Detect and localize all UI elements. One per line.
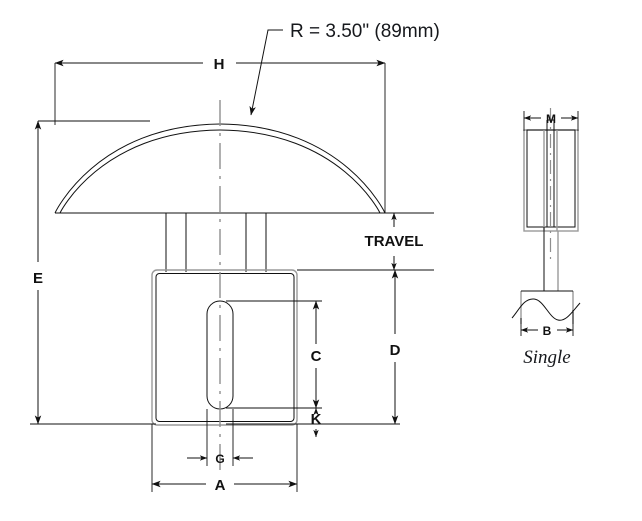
radius-note-leader	[249, 29, 283, 116]
dimension-label-E: E	[33, 270, 43, 287]
dimension-label-TRAVEL: TRAVEL	[365, 233, 424, 250]
dimension-label-D: D	[390, 342, 401, 359]
dimension-G: G	[187, 409, 253, 466]
body-block	[151, 269, 298, 426]
dimension-label-K: K	[311, 411, 322, 428]
dimension-M: M	[523, 111, 579, 131]
dimension-A: A	[151, 424, 298, 494]
dimension-C: C	[226, 300, 322, 409]
break-line-wave	[511, 298, 581, 321]
dimension-B: B	[520, 310, 574, 338]
dimension-K: K	[226, 407, 400, 438]
front-view-group: H E TRAVEL D C	[30, 21, 440, 494]
dimension-label-H: H	[214, 56, 225, 73]
single-shaft	[543, 227, 559, 291]
dimension-label-G: G	[215, 452, 224, 466]
dimension-TRAVEL: TRAVEL	[297, 212, 434, 271]
stem-shafts	[165, 213, 267, 272]
single-bore-lines	[543, 128, 558, 231]
single-side-view-group: M B Single	[511, 108, 581, 368]
dimension-label-C: C	[311, 348, 322, 365]
dimension-H: H	[54, 56, 386, 213]
dimension-D: D	[390, 269, 401, 425]
dimension-label-B: B	[543, 324, 552, 338]
single-view-caption: Single	[523, 347, 571, 368]
dimension-E: E	[30, 120, 156, 425]
dimension-label-M: M	[546, 112, 556, 126]
radius-note-text: R = 3.50" (89mm)	[290, 21, 440, 42]
dimension-label-A: A	[215, 477, 226, 494]
